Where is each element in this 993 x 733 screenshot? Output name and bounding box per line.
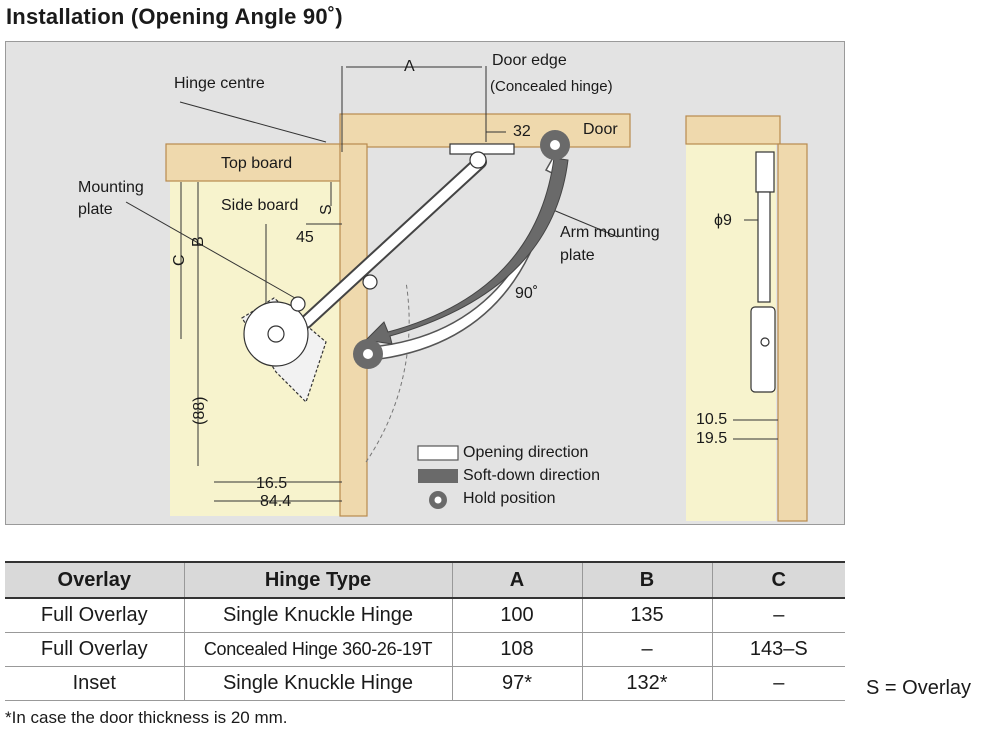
table-row: Inset Single Knuckle Hinge 97* 132* – [5, 666, 845, 701]
footnote: *In case the door thickness is 20 mm. [5, 708, 288, 727]
table-cell: 100 [452, 598, 583, 633]
installation-diagram: Hinge centre A Door edge (Concealed hing… [5, 41, 845, 525]
legend-opening-direction: Opening direction [463, 444, 589, 461]
table-cell: Concealed Hinge 360-26-19T [184, 632, 453, 667]
label-dim-32: 32 [513, 123, 531, 140]
table-header-row: Overlay Hinge Type A B C [5, 561, 845, 599]
legend-soft-down-direction: Soft-down direction [463, 467, 600, 484]
label-top-board: Top board [221, 155, 293, 172]
label-dim-88: (88) [191, 396, 208, 425]
dimension-table: Overlay Hinge Type A B C Full Overlay Si… [5, 561, 845, 701]
label-concealed-hinge: (Concealed hinge) [490, 78, 613, 95]
table-cell: 143–S [712, 632, 845, 667]
label-dim-84-4: 84.4 [260, 493, 292, 510]
label-door: Door [583, 121, 618, 138]
table-cell: Full Overlay [5, 598, 185, 633]
label-dim-c: C [171, 254, 188, 266]
label-mounting: Mounting [78, 179, 144, 196]
door-panel [339, 113, 631, 148]
table-cell: Full Overlay [5, 632, 185, 667]
label-dim-b: B [190, 236, 207, 247]
table-header: Hinge Type [184, 561, 453, 599]
table-cell: 132* [582, 666, 713, 701]
label-dim-10-5: 10.5 [696, 411, 728, 428]
table-header: C [712, 561, 845, 599]
label-dim-16-5: 16.5 [256, 475, 288, 492]
diagram-drawing [125, 66, 808, 522]
legend-softdown-swatch [418, 469, 458, 483]
table-cell: – [712, 598, 845, 633]
label-dim-a: A [404, 58, 415, 75]
table-cell: 108 [452, 632, 583, 667]
table-cell: Inset [5, 666, 185, 701]
table-header: A [452, 561, 583, 599]
table-cell: Single Knuckle Hinge [184, 666, 453, 701]
table-cell: – [712, 666, 845, 701]
label-door-edge: Door edge [492, 52, 567, 69]
table-row: Full Overlay Single Knuckle Hinge 100 13… [5, 598, 845, 633]
label-dim-45: 45 [296, 229, 314, 246]
label-hinge-centre: Hinge centre [174, 75, 265, 92]
table-cell: 135 [582, 598, 713, 633]
side-board [339, 143, 368, 517]
label-arm-mounting: Arm mounting [560, 224, 660, 241]
table-cell: 97* [452, 666, 583, 701]
label-mounting-plate: plate [78, 201, 113, 218]
label-arm-mounting-plate: plate [560, 247, 595, 264]
legend-hold-position: Hold position [463, 490, 556, 507]
label-angle-90: 90˚ [515, 285, 539, 302]
table-row: Full Overlay Concealed Hinge 360-26-19T … [5, 632, 845, 667]
table-cell: – [582, 632, 713, 667]
label-side-board: Side board [221, 197, 299, 214]
top-board [165, 143, 343, 182]
hinge-mechanism [241, 143, 515, 404]
legend-opening-swatch [417, 445, 459, 461]
table-header: B [582, 561, 713, 599]
table-cell: Single Knuckle Hinge [184, 598, 453, 633]
side-view-door [685, 115, 781, 145]
label-phi-9: ϕ9 [714, 212, 732, 229]
table-header: Overlay [5, 561, 185, 599]
side-view-board [777, 143, 808, 522]
label-dim-19-5: 19.5 [696, 430, 728, 447]
page-title: Installation (Opening Angle 90˚) [6, 4, 343, 29]
label-dim-s: S [318, 204, 335, 215]
overlay-note: S = Overlay [866, 677, 972, 699]
